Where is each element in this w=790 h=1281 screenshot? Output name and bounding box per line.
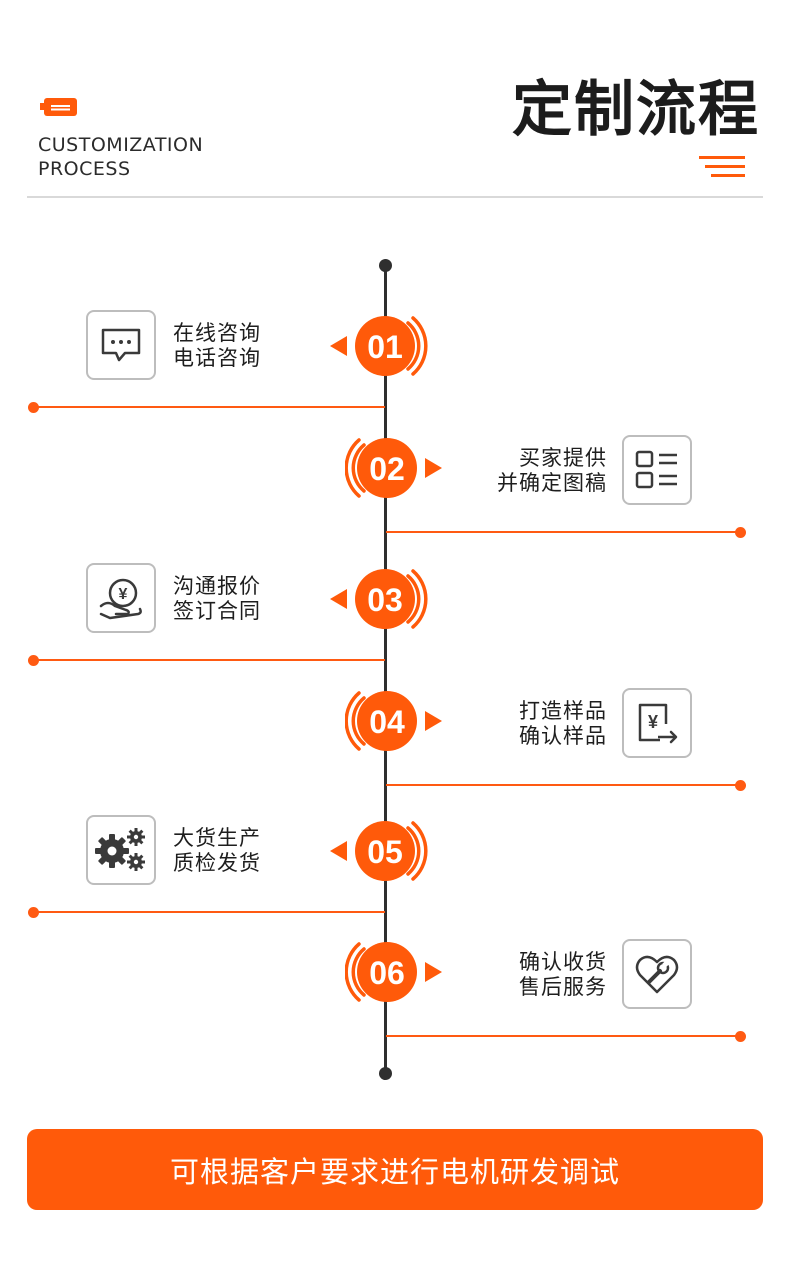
step-01-connector-dot xyxy=(28,402,39,413)
step-01-text: 在线咨询 电话咨询 xyxy=(173,321,261,371)
step-01-line2: 电话咨询 xyxy=(173,346,261,370)
gears-icon xyxy=(95,828,145,871)
step-02-line1: 买家提供 xyxy=(519,446,607,470)
step-05-connector-dot xyxy=(28,907,39,918)
step-03-text: 沟通报价 签订合同 xyxy=(173,574,261,624)
step-01-icon-box xyxy=(86,310,156,380)
step-02: 02 买家提供 并确定图稿 xyxy=(0,425,790,545)
yen-hand-icon: ¥ xyxy=(99,578,142,620)
step-01-line1: 在线咨询 xyxy=(173,321,261,345)
step-04-line1: 打造样品 xyxy=(519,699,607,723)
step-05-text: 大货生产 质检发货 xyxy=(173,826,261,876)
chat-bubble-icon xyxy=(101,328,141,362)
step-02-badge: 02 xyxy=(345,438,442,498)
step-04-connector xyxy=(386,784,740,786)
heart-wrench-icon xyxy=(635,955,679,994)
timeline-top-dot xyxy=(379,259,392,272)
header: CUSTOMIZATION PROCESS 定制流程 xyxy=(0,0,790,200)
step-06-line1: 确认收货 xyxy=(519,950,607,974)
rd-banner: 可根据客户要求进行电机研发调试 xyxy=(27,1129,763,1210)
yen-document-icon: ¥ xyxy=(638,703,678,744)
step-06-icon-box xyxy=(622,939,692,1009)
step-06-text: 确认收货 售后服务 xyxy=(460,950,607,1000)
page-title: 定制流程 xyxy=(512,75,760,145)
step-03-connector xyxy=(33,659,385,661)
step-02-connector xyxy=(386,531,740,533)
step-01: 在线咨询 电话咨询 01 xyxy=(0,300,790,420)
step-02-text: 买家提供 并确定图稿 xyxy=(460,446,607,496)
step-06-number: 06 xyxy=(369,955,405,991)
header-title-en-line1: CUSTOMIZATION xyxy=(38,134,204,156)
step-04-connector-dot xyxy=(735,780,746,791)
step-03-connector-dot xyxy=(28,655,39,666)
step-05-badge: 05 xyxy=(330,821,428,881)
step-04-icon-box: ¥ xyxy=(622,688,692,758)
timeline-line xyxy=(384,265,387,1075)
header-divider xyxy=(27,196,763,198)
step-01-badge: 01 xyxy=(330,316,428,376)
step-02-number: 02 xyxy=(369,451,405,487)
step-05: 大货生产 质检发货 05 xyxy=(0,805,790,925)
step-03-line1: 沟通报价 xyxy=(173,574,261,598)
step-06-connector-dot xyxy=(735,1031,746,1042)
rd-banner-label: 可根据客户要求进行电机研发调试 xyxy=(169,1154,620,1189)
step-05-connector xyxy=(33,911,385,913)
step-02-icon-box xyxy=(622,435,692,505)
timeline-bottom-dot xyxy=(379,1067,392,1080)
step-03-icon-box: ¥ xyxy=(86,563,156,633)
step-01-connector xyxy=(33,406,385,408)
step-03: ¥ 沟通报价 签订合同 03 xyxy=(0,553,790,673)
step-02-connector-dot xyxy=(735,527,746,538)
step-05-number: 05 xyxy=(367,834,403,870)
step-04: 04 打造样品 确认样品 ¥ xyxy=(0,678,790,798)
step-04-line2: 确认样品 xyxy=(519,724,607,748)
header-title-en: CUSTOMIZATION PROCESS xyxy=(38,133,203,181)
svg-text:¥: ¥ xyxy=(119,586,128,603)
step-06-line2: 售后服务 xyxy=(519,975,607,999)
step-06: 06 确认收货 售后服务 xyxy=(0,929,790,1049)
step-04-number: 04 xyxy=(369,704,405,740)
step-05-line2: 质检发货 xyxy=(173,851,261,875)
step-06-connector xyxy=(386,1035,740,1037)
step-04-text: 打造样品 确认样品 xyxy=(460,699,607,749)
step-01-number: 01 xyxy=(367,329,403,365)
grid-list-icon xyxy=(635,450,677,489)
step-05-icon-box xyxy=(86,815,156,885)
step-06-badge: 06 xyxy=(345,942,442,1002)
step-03-number: 03 xyxy=(367,582,403,618)
step-04-badge: 04 xyxy=(345,691,442,751)
step-02-line2: 并确定图稿 xyxy=(497,471,607,495)
step-03-badge: 03 xyxy=(330,569,428,629)
header-title-en-line2: PROCESS xyxy=(38,158,131,180)
step-03-line2: 签订合同 xyxy=(173,599,261,623)
step-05-line1: 大货生产 xyxy=(173,826,261,850)
menu-lines-icon xyxy=(699,156,745,177)
battery-icon xyxy=(40,98,77,116)
svg-text:¥: ¥ xyxy=(648,712,658,732)
